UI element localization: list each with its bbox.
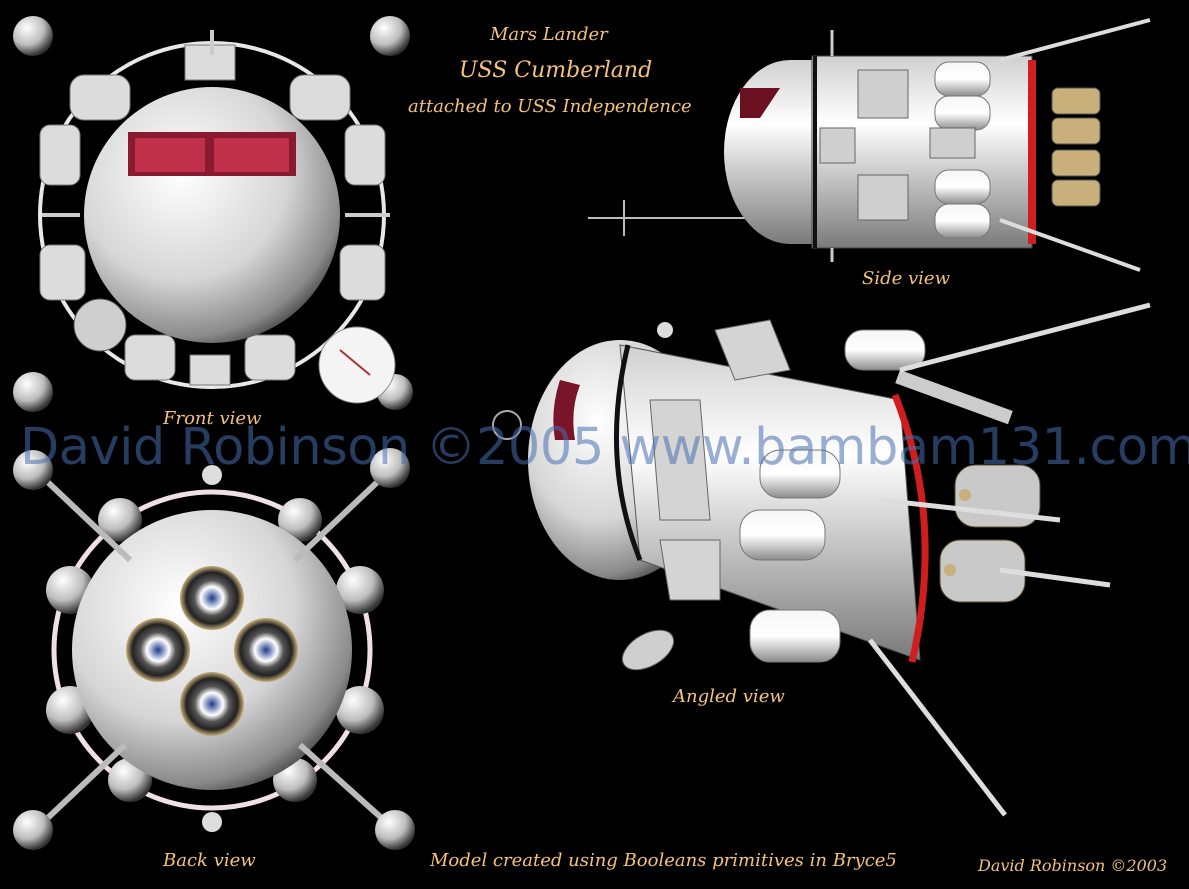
back-view — [13, 448, 415, 850]
title-line-1: Mars Lander — [490, 24, 608, 45]
front-view-label: Front view — [163, 408, 262, 429]
back-view-nozzles — [126, 566, 298, 736]
watermark: David Robinson ©2005 www.bambam131.com — [20, 418, 1189, 477]
side-view-label: Side view — [862, 268, 950, 289]
credit-text: Model created using Booleans primitives … — [430, 850, 897, 871]
front-view — [13, 16, 413, 412]
angled-view-label: Angled view — [673, 686, 785, 707]
back-view-label: Back view — [163, 850, 256, 871]
angled-view — [492, 302, 1151, 817]
title-line-3: attached to USS Independence — [408, 96, 692, 117]
author-signature: David Robinson ©2003 — [978, 856, 1168, 875]
side-view — [588, 18, 1151, 272]
title-line-2: USS Cumberland — [459, 58, 653, 83]
